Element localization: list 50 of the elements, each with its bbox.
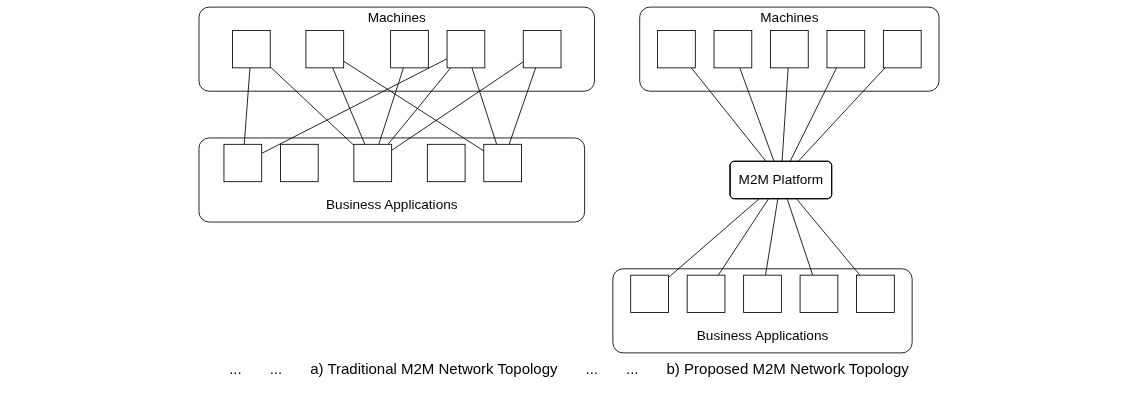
connector — [795, 198, 861, 276]
node-box — [223, 143, 263, 183]
node-box — [522, 30, 562, 69]
ellipsis-text: ... — [585, 360, 598, 377]
connector — [391, 61, 524, 151]
ellipsis-text: ... — [269, 360, 283, 377]
connector — [243, 67, 251, 145]
connector — [668, 198, 760, 278]
cluster: Business Applications — [198, 137, 586, 223]
node-box — [826, 30, 866, 69]
figure-caption: a) Traditional M2M Network Topology — [310, 360, 558, 377]
figure-caption: b) Proposed M2M Network Topology — [666, 360, 909, 377]
connector — [508, 67, 537, 145]
connector — [261, 58, 448, 154]
connector — [471, 67, 498, 145]
connector — [717, 198, 769, 276]
connector — [343, 60, 485, 152]
node-box — [232, 30, 271, 69]
node-box — [770, 30, 809, 69]
node-box — [743, 274, 782, 313]
connector — [786, 198, 814, 276]
connector — [789, 67, 837, 162]
connector — [269, 66, 355, 146]
connector — [332, 67, 366, 145]
connector — [378, 67, 404, 145]
connector — [781, 67, 789, 162]
cluster: Machines — [198, 6, 595, 92]
node-box — [713, 30, 753, 69]
node-box — [882, 30, 922, 69]
node-box — [686, 274, 726, 313]
connector — [739, 67, 775, 162]
node-box — [446, 30, 486, 69]
node-box — [657, 30, 696, 69]
node-box — [353, 143, 393, 183]
node-box — [426, 143, 466, 183]
node-box — [483, 143, 522, 183]
connector — [797, 67, 886, 162]
connector — [387, 67, 452, 145]
cluster: Business Applications — [612, 268, 913, 354]
node-box — [856, 274, 895, 313]
node-box — [305, 30, 345, 69]
node-box — [390, 30, 429, 69]
connector — [765, 198, 779, 276]
ellipsis-text: ... — [229, 360, 242, 377]
connector — [690, 67, 767, 162]
cluster: Machines — [639, 6, 940, 92]
node-box — [799, 274, 839, 313]
ellipsis-text: ... — [626, 360, 639, 377]
node-box — [630, 274, 669, 313]
node-box — [280, 143, 319, 183]
